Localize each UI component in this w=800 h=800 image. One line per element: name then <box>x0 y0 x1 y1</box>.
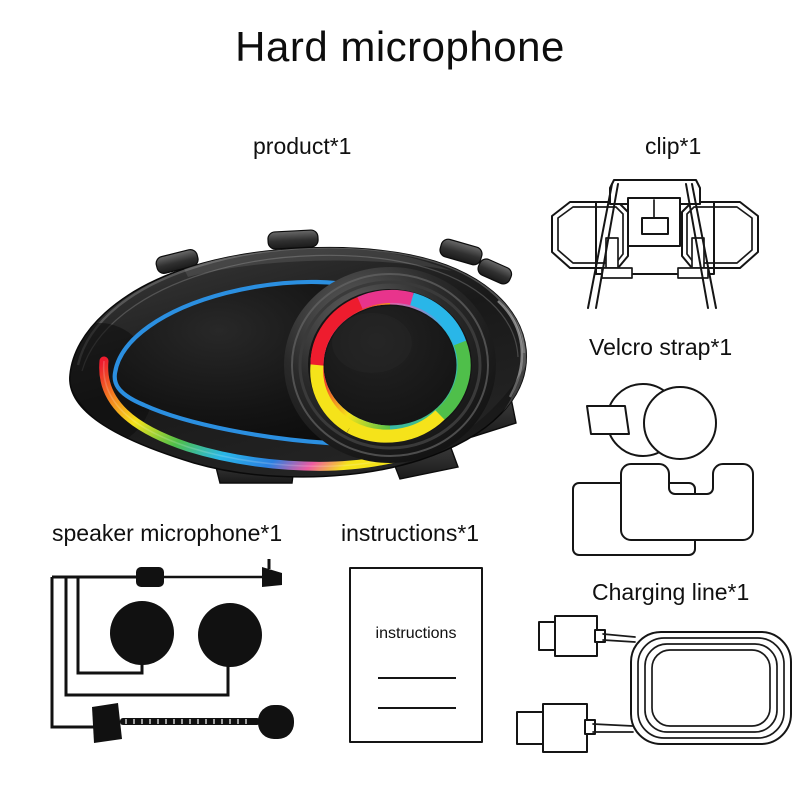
label-velcro-strap: Velcro strap*1 <box>589 334 733 360</box>
label-speaker-microphone: speaker microphone*1 <box>52 520 283 546</box>
product-image <box>60 215 540 515</box>
speaker-microphone-headset-icon <box>50 559 294 743</box>
label-product: product*1 <box>253 133 352 159</box>
label-instructions: instructions*1 <box>341 520 480 546</box>
label-clip: clip*1 <box>645 133 702 159</box>
booklet-title: instructions <box>376 625 457 642</box>
speaker-microphone-image <box>30 555 340 765</box>
helmet-clip-mount-icon <box>551 179 759 309</box>
velcro-strap-pads-icon <box>572 383 754 556</box>
label-charging-line: Charging line*1 <box>592 579 750 605</box>
microphone-head <box>258 705 294 739</box>
instruction-booklet-icon: instructions <box>349 567 483 743</box>
velcro-strap-image <box>555 378 770 563</box>
page-title: Hard microphone <box>235 23 565 70</box>
speaker-driver-assembly <box>284 267 496 463</box>
instructions-image: instructions <box>340 552 495 757</box>
speaker-right <box>198 603 262 667</box>
helmet-speaker-unit-icon <box>69 229 527 484</box>
usb-charging-cable-icon <box>516 615 792 753</box>
speaker-left <box>110 601 174 665</box>
charging-line-image <box>505 608 800 768</box>
clip-image <box>540 168 770 313</box>
product-buttons <box>155 229 513 285</box>
